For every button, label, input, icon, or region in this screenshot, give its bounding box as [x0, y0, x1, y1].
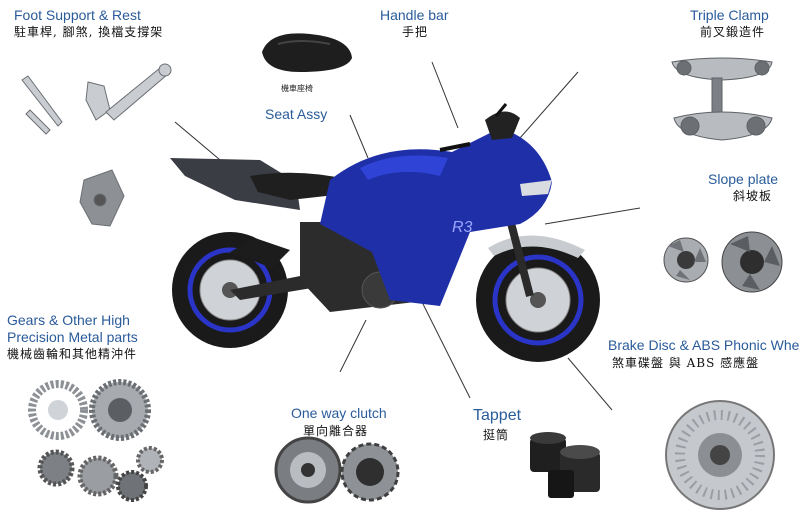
motorcycle-illustration: R3	[170, 103, 600, 362]
label-tappet-en: Tappet	[473, 407, 522, 424]
label-handle-bar-zh: 手把	[402, 25, 429, 39]
leader-line-seat	[349, 114, 369, 159]
label-one-way-clutch-en: One way clutch	[291, 405, 387, 421]
leader-line-tappet	[421, 301, 471, 399]
tank-highlight	[360, 155, 448, 180]
handlebar	[439, 142, 471, 152]
mirror	[494, 103, 508, 117]
label-foot-support-zh: 駐車桿, 腳煞, 換檔支撐架	[14, 25, 164, 39]
label-seat-zh: 機車座椅	[281, 84, 313, 93]
leader-line-triple-clamp	[519, 71, 579, 139]
leader-line-handle-bar	[431, 61, 459, 129]
label-triple-clamp-zh: 前叉鍛造件	[700, 25, 766, 39]
label-tappet-zh: 挺筒	[483, 428, 510, 442]
tail-section	[170, 158, 300, 210]
leader-line-brake-disc	[567, 357, 613, 411]
exhaust	[230, 238, 290, 268]
headlight	[520, 180, 552, 196]
tappet-parts-image	[530, 432, 600, 498]
label-brake-disc-en: Brake Disc & ABS Phonic Wheel	[608, 337, 800, 353]
label-one-way-clutch-zh: 單向離合器	[303, 424, 369, 438]
windscreen	[485, 111, 520, 140]
leader-line-clutch	[339, 319, 367, 373]
triple-clamp-parts-image	[671, 57, 773, 141]
label-gears-en-line1: Gears & Other High	[7, 312, 130, 328]
gears-parts-image	[28, 379, 164, 502]
front-rim	[492, 254, 584, 346]
slope-plate-parts-image	[663, 231, 783, 293]
one-way-clutch-parts-image	[274, 436, 400, 504]
brake-disc-part-image	[665, 400, 775, 510]
foot-support-parts-image	[21, 63, 172, 227]
bike-decal: R3	[452, 219, 473, 236]
label-seat-en: Seat Assy	[265, 106, 328, 122]
label-handle-bar-en: Handle bar	[380, 7, 449, 23]
seat-part-image	[262, 33, 352, 72]
label-foot-support-en: Foot Support & Rest	[14, 7, 141, 23]
label-slope-plate-zh: 斜坡板	[733, 189, 773, 203]
label-gears-zh: 機械齒輪和其他精沖件	[7, 347, 138, 361]
label-brake-disc-zh: 煞車碟盤 與 ABS 感應盤	[612, 356, 760, 370]
leader-lines	[174, 61, 641, 411]
label-slope-plate-en: Slope plate	[708, 171, 779, 187]
front-hub	[530, 292, 546, 308]
leader-line-slope-plate	[544, 207, 641, 225]
label-gears-en-line2: Precision Metal parts	[7, 329, 138, 345]
label-triple-clamp-en: Triple Clamp	[690, 7, 769, 23]
